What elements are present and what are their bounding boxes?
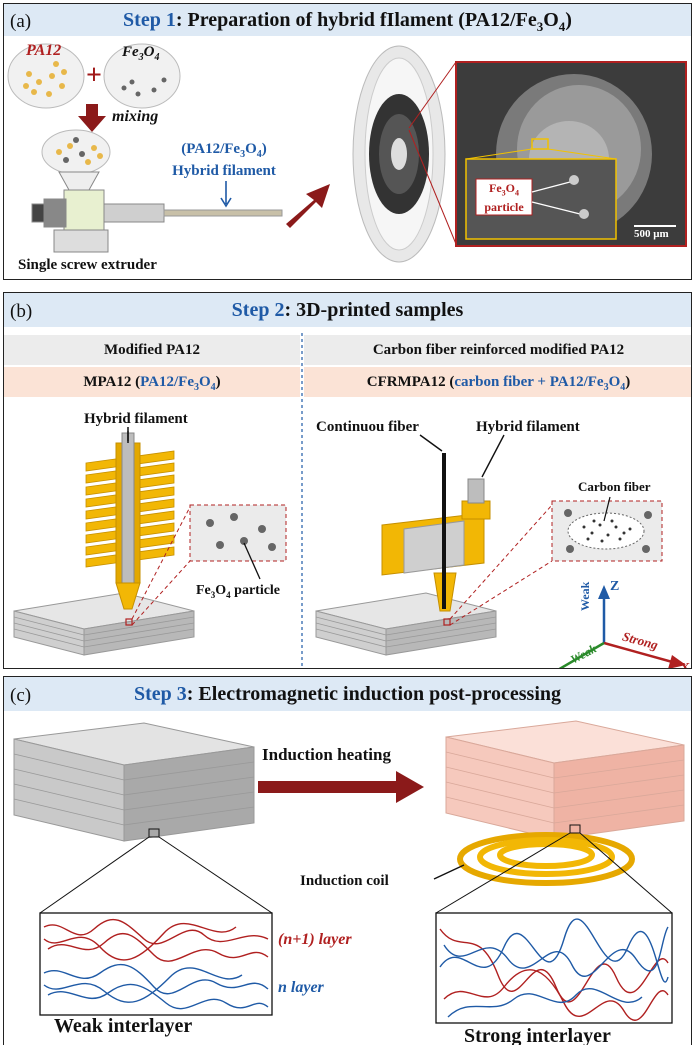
mixing-arrow — [78, 104, 106, 132]
right-hybrid-pointer — [481, 434, 505, 478]
panel-c: (c) Step 3: Electromagnetic induction po… — [3, 676, 692, 1045]
panel-b-header: (b) Step 2: 3D-printed samples — [4, 293, 691, 327]
strong-interlayer-box — [435, 912, 673, 1024]
coil-pointer — [433, 864, 465, 880]
panel-b-title: : 3D-printed samples — [284, 299, 464, 321]
left-nozzle — [85, 432, 175, 626]
panel-b-step: Step 2 — [231, 299, 285, 321]
panel-c-label: (c) — [10, 685, 32, 706]
right-grey-band: Carbon fiber reinforced modified PA12 — [304, 335, 691, 365]
grey-block — [13, 722, 255, 842]
hybrid-filament-label: (PA12/Fe3O4) Hybrid filament — [172, 141, 276, 179]
continuous-fiber-pointer — [419, 434, 443, 452]
weak-z-label: Weak — [578, 581, 592, 611]
left-zoom-box — [189, 504, 287, 562]
left-zoom-particles — [206, 513, 276, 551]
pa12-label: PA12 — [26, 42, 62, 59]
carbon-fiber-dots — [582, 519, 632, 543]
process-arrow — [286, 184, 330, 228]
panel-a-title: : Preparation of hybrid fIlament (PA12/F… — [175, 9, 572, 34]
axes — [558, 585, 686, 668]
left-pink-band: MPA12 (PA12/Fe3O4) — [4, 367, 300, 397]
particle-label: Fe3O4 particle — [484, 181, 524, 215]
n1-layer-label: (n+1) layer — [278, 931, 352, 948]
axis-y-label: Y — [538, 668, 548, 669]
panel-a-label: (a) — [10, 11, 32, 32]
axis-x-label: X — [680, 661, 691, 669]
zoom-line-top — [408, 61, 457, 129]
continuous-fiber-label: Continuou fiber — [316, 419, 419, 435]
left-particle-label: Fe3O4 particle — [196, 583, 281, 600]
right-hybrid-label: Hybrid filament — [476, 419, 580, 435]
panel-c-header: (c) Step 3: Electromagnetic induction po… — [4, 677, 691, 711]
pa12-dish — [7, 43, 85, 109]
mixed-dish — [41, 129, 111, 175]
n-layer-label: n layer — [278, 979, 324, 996]
panel-a-graphics: + — [7, 43, 687, 263]
strong-interlayer-label: Strong interlayer — [464, 1025, 611, 1045]
induction-coil — [457, 832, 635, 886]
mixed-pellets — [56, 137, 103, 165]
pink-block — [445, 720, 685, 840]
panel-a: (a) Step 1: Preparation of hybrid fIlame… — [3, 3, 692, 280]
weak-interlayer-label: Weak interlayer — [54, 1015, 193, 1037]
axis-z-label: Z — [610, 579, 620, 594]
fe3o4-particles — [121, 77, 167, 97]
fe3o4-label: Fe3O4 — [122, 44, 160, 63]
zoom-line-bottom — [408, 129, 457, 245]
heating-label: Induction heating — [262, 745, 391, 764]
weak-interlayer-box — [39, 912, 273, 1016]
mixing-label: mixing — [112, 108, 159, 125]
right-nozzle — [381, 478, 491, 626]
panel-b-label: (b) — [10, 301, 33, 322]
right-printed-block — [315, 592, 497, 656]
panel-c-graphics — [13, 720, 685, 1024]
plus-sign: + — [86, 60, 102, 91]
strong-chains — [439, 918, 669, 1021]
panel-b: (b) Step 2: 3D-printed samples Modified … — [3, 292, 692, 669]
panel-a-header: (a) Step 1: Preparation of hybrid fIlame… — [4, 4, 691, 36]
left-hybrid-label: Hybrid filament — [84, 411, 188, 427]
left-grey-band: Modified PA12 — [4, 335, 300, 365]
weak-chains — [43, 918, 269, 1010]
extruder — [31, 171, 283, 253]
panel-b-graphics — [13, 333, 686, 668]
panel-a-step: Step 1 — [123, 9, 176, 31]
filament-spool — [352, 45, 446, 263]
heating-arrow — [258, 771, 424, 803]
panel-c-step: Step 3 — [133, 683, 187, 705]
left-printed-block — [13, 592, 195, 656]
pa12-pellets — [23, 61, 67, 97]
panel-c-title: : Electromagnetic induction post-process… — [186, 683, 562, 705]
carbon-fiber-label: Carbon fiber — [578, 479, 651, 494]
fe3o4-dish — [103, 43, 181, 109]
extruder-label: Single screw extruder — [18, 257, 157, 273]
particle-callout — [475, 178, 533, 216]
filament-pointer — [220, 181, 232, 208]
right-pink-band: CFRMPA12 (carbon fiber + PA12/Fe3O4) — [304, 367, 691, 397]
scale-label: 500 μm — [634, 228, 669, 240]
coil-label: Induction coil — [300, 873, 389, 889]
